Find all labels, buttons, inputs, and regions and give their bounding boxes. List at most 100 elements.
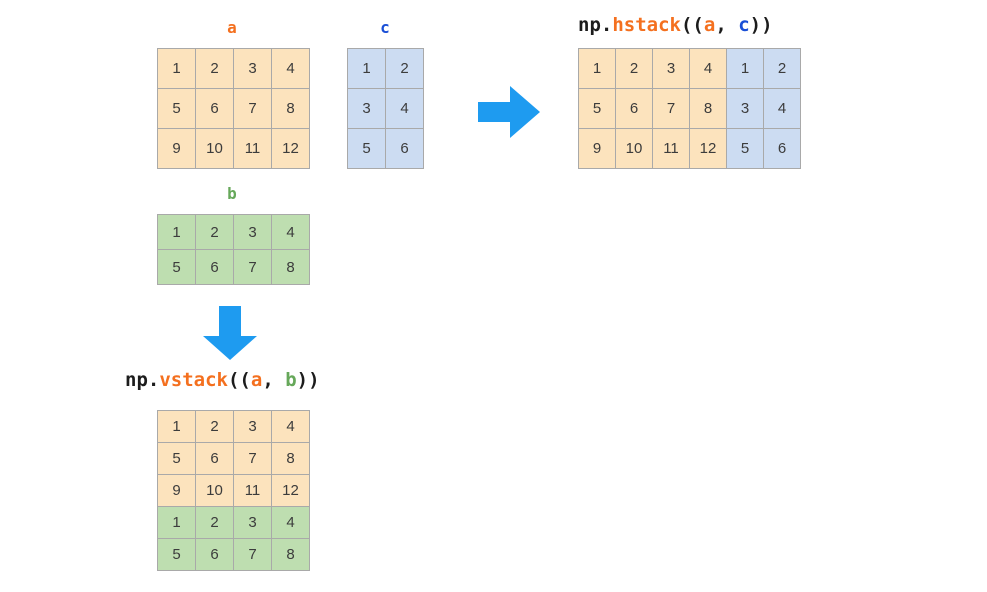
- array-label-a: a: [227, 18, 237, 37]
- matrix-hstack-cell: 4: [689, 48, 727, 89]
- hstack-caption-close: )): [749, 14, 773, 36]
- matrix-b-cell: 3: [233, 214, 272, 250]
- matrix-vstack-cell: 1: [157, 506, 196, 539]
- matrix-vstack-cell: 10: [195, 474, 234, 507]
- matrix-vstack-cell: 5: [157, 538, 196, 571]
- matrix-vstack-cell: 12: [271, 474, 310, 507]
- matrix-vstack-cell: 7: [233, 442, 272, 475]
- matrix-hstack-cell: 8: [689, 88, 727, 129]
- matrix-hstack-cell: 6: [763, 128, 801, 169]
- matrix-vstack-cell: 3: [233, 506, 272, 539]
- hstack-caption-arg2: c: [738, 14, 750, 36]
- hstack-caption-open: ((: [680, 14, 704, 36]
- down-arrow-icon: [202, 306, 258, 360]
- matrix-hstack-cell: 3: [652, 48, 690, 89]
- matrix-hstack-cell: 10: [615, 128, 653, 169]
- vstack-caption-arg1: a: [250, 369, 263, 391]
- matrix-a-cell: 10: [195, 128, 234, 169]
- matrix-c-cell: 2: [385, 48, 424, 89]
- matrix-hstack-cell: 2: [615, 48, 653, 89]
- matrix-a-cell: 6: [195, 88, 234, 129]
- matrix-vstack-cell: 4: [271, 506, 310, 539]
- matrix-a-cell: 4: [271, 48, 310, 89]
- array-label-b: b: [227, 184, 237, 203]
- matrix-c-cell: 4: [385, 88, 424, 129]
- vstack-caption-arg2: b: [285, 369, 297, 391]
- matrix-vstack-cell: 6: [195, 538, 234, 571]
- matrix-a-cell: 2: [195, 48, 234, 89]
- matrix-hstack-cell: 7: [652, 88, 690, 129]
- matrix-hstack-cell: 11: [652, 128, 690, 169]
- matrix-hstack-cell: 12: [689, 128, 727, 169]
- matrix-vstack-cell: 2: [195, 506, 234, 539]
- matrix-vstack-cell: 8: [271, 538, 310, 571]
- matrix-vstack-cell: 2: [195, 410, 234, 443]
- matrix-vstack-cell: 4: [271, 410, 310, 443]
- matrix-hstack-cell: 5: [726, 128, 764, 169]
- matrix-hstack-cell: 4: [763, 88, 801, 129]
- matrix-b-cell: 2: [195, 214, 234, 250]
- matrix-a-cell: 12: [271, 128, 310, 169]
- matrix-vstack-cell: 5: [157, 442, 196, 475]
- matrix-b-cell: 6: [195, 249, 234, 285]
- matrix-a-cell: 5: [157, 88, 196, 129]
- matrix-hstack-cell: 2: [763, 48, 801, 89]
- matrix-b-cell: 5: [157, 249, 196, 285]
- matrix-b-cell: 7: [233, 249, 272, 285]
- matrix-vstack-cell: 8: [271, 442, 310, 475]
- right-arrow-icon: [478, 84, 540, 140]
- hstack-caption-sep: ,: [715, 14, 739, 36]
- hstack-caption: np.hstack((a, c)): [578, 14, 773, 36]
- vstack-caption-prefix: np.: [125, 369, 160, 391]
- matrix-hstack-cell: 3: [726, 88, 764, 129]
- matrix-hstack-cell: 1: [726, 48, 764, 89]
- matrix-c-cell: 5: [347, 128, 386, 169]
- matrix-vstack-cell: 11: [233, 474, 272, 507]
- matrix-a-cell: 7: [233, 88, 272, 129]
- matrix-c-cell: 6: [385, 128, 424, 169]
- matrix-a-cell: 3: [233, 48, 272, 89]
- matrix-b-cell: 1: [157, 214, 196, 250]
- matrix-hstack-cell: 5: [578, 88, 616, 129]
- vstack-caption-fn: vstack: [159, 369, 228, 391]
- hstack-caption-prefix: np.: [578, 14, 613, 36]
- matrix-b-cell: 8: [271, 249, 310, 285]
- matrix-vstack-cell: 7: [233, 538, 272, 571]
- matrix-a-cell: 9: [157, 128, 196, 169]
- matrix-a-cell: 8: [271, 88, 310, 129]
- matrix-a-cell: 11: [233, 128, 272, 169]
- array-label-c: c: [380, 18, 390, 37]
- vstack-caption-sep: ,: [262, 369, 286, 391]
- matrix-vstack-cell: 9: [157, 474, 196, 507]
- hstack-caption-fn: hstack: [612, 14, 681, 36]
- matrix-vstack-cell: 6: [195, 442, 234, 475]
- matrix-b-cell: 4: [271, 214, 310, 250]
- vstack-caption: np.vstack((a, b)): [125, 369, 320, 391]
- matrix-c-cell: 1: [347, 48, 386, 89]
- matrix-hstack-cell: 6: [615, 88, 653, 129]
- vstack-caption-open: ((: [227, 369, 251, 391]
- matrix-a-cell: 1: [157, 48, 196, 89]
- vstack-caption-close: )): [296, 369, 320, 391]
- matrix-vstack-cell: 3: [233, 410, 272, 443]
- matrix-hstack-cell: 1: [578, 48, 616, 89]
